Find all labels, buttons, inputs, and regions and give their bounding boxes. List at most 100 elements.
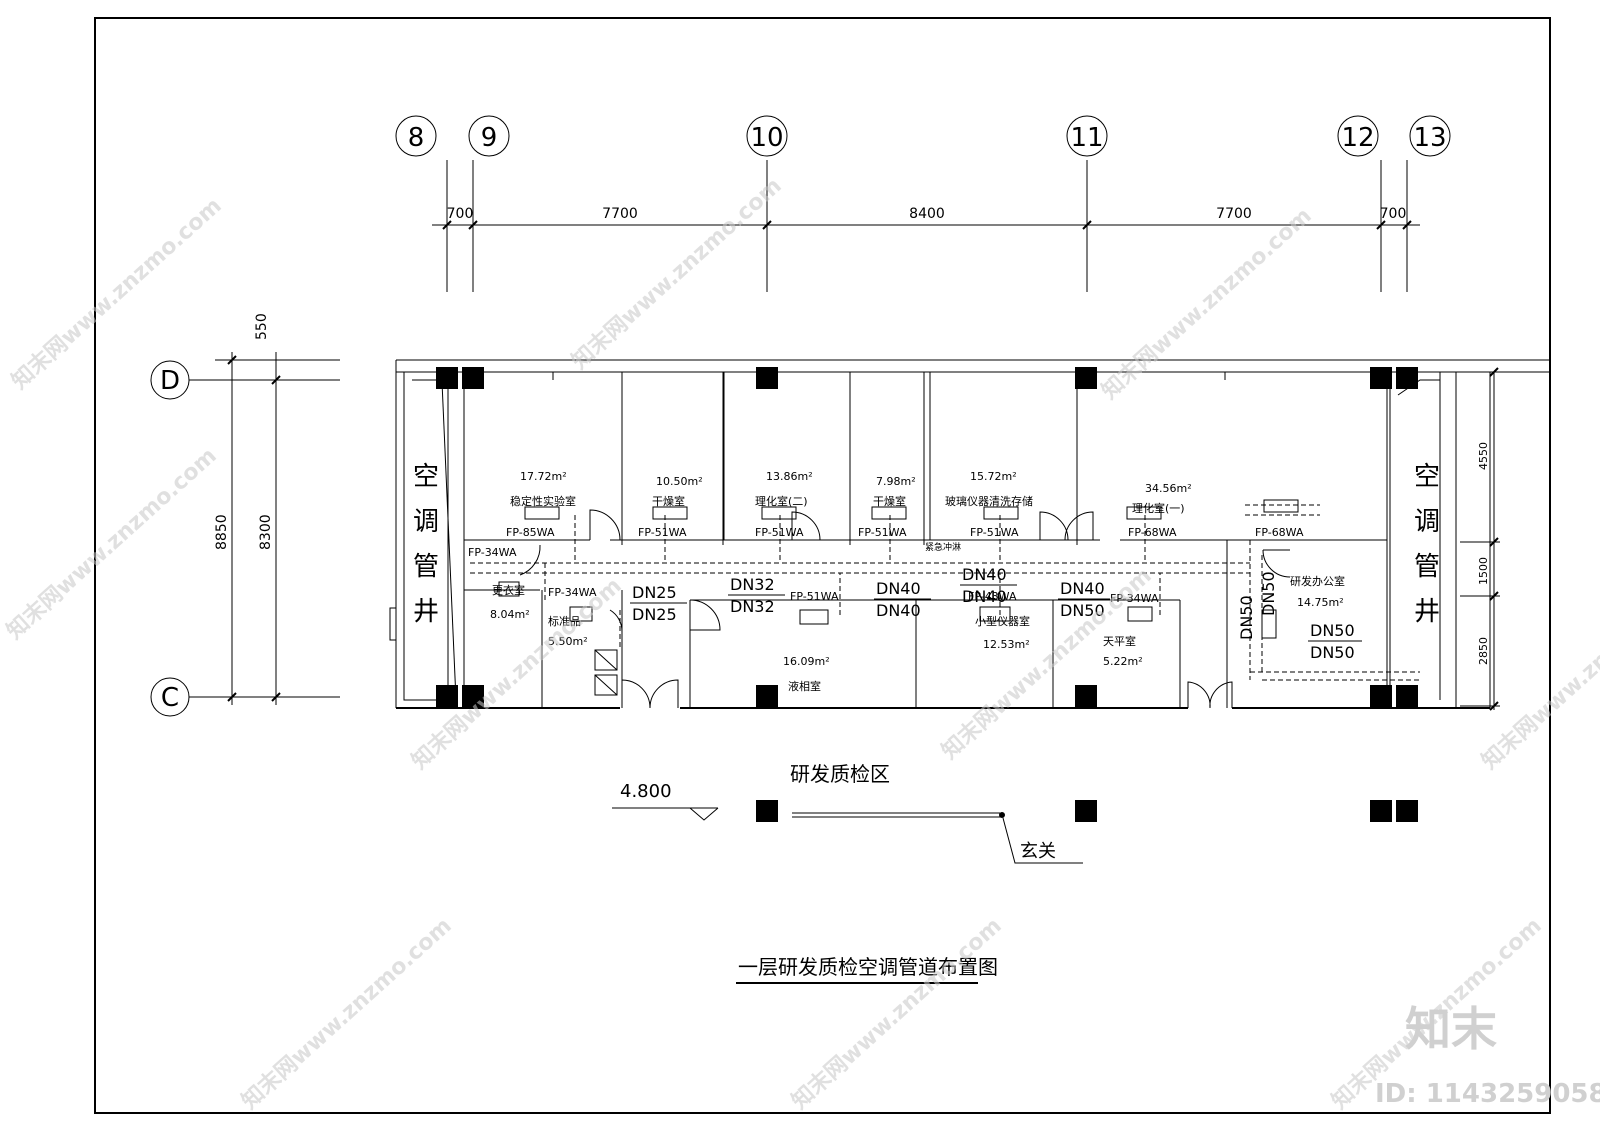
fan-coil-icon xyxy=(498,581,520,597)
axis-bubble-12 xyxy=(1337,115,1379,157)
right-shaft-char-1: 空 xyxy=(1414,462,1440,492)
drawing-frame xyxy=(94,17,1551,1114)
room-area: 12.53m² xyxy=(983,638,1030,651)
room-name: 标准品 xyxy=(548,614,581,628)
right-shaft-label: 空 调 管 井 xyxy=(1414,462,1440,627)
room-area: 10.50m² xyxy=(656,475,703,488)
watermark-text: 知末网www.znzmo.com xyxy=(7,193,227,395)
structural-columns xyxy=(436,367,1418,822)
elevation-label: 4.800 xyxy=(620,781,672,802)
pipe-size: DN32 xyxy=(730,597,775,616)
fan-coil-icon xyxy=(871,506,907,520)
room-name: 理化室(一) xyxy=(1132,501,1185,515)
building-walls xyxy=(389,359,1551,709)
room-name: 小型仪器室 xyxy=(975,614,1030,628)
fan-coil-icon xyxy=(1261,609,1277,639)
pipe-size: DN32 xyxy=(730,575,775,594)
pipe-size: DN50 xyxy=(1259,571,1278,616)
pipe-size-labels: DN25 DN25 DN32 DN32 DN40 DN40 DN40 DN40 … xyxy=(630,565,1362,662)
chilled-water-pipes xyxy=(470,504,1420,681)
drawing-title: 一层研发质检空调管道布置图 xyxy=(738,955,998,979)
room-name: 更衣室 xyxy=(492,583,525,597)
dim-4550: 4550 xyxy=(1477,442,1490,470)
pipe-size: DN40 xyxy=(962,587,1007,606)
room-area: 16.09m² xyxy=(783,655,830,668)
dim-700-left: 700 xyxy=(447,206,474,222)
pipe-size: DN50 xyxy=(1060,601,1105,620)
room-name: 天平室 xyxy=(1103,634,1136,648)
room-area: 34.56m² xyxy=(1145,482,1192,495)
fan-coil-icon xyxy=(983,506,1019,520)
emergency-shower-label: 紧急冲淋 xyxy=(925,541,961,553)
right-shaft-char-4: 井 xyxy=(1414,597,1440,627)
watermark-text: 知末网www.znzmo.com xyxy=(1097,203,1317,405)
axis-label-9: 9 xyxy=(481,123,498,153)
watermark-text: 知末网www.znzmo.com xyxy=(237,913,457,1115)
fan-coil-icon xyxy=(569,606,593,622)
fan-coil-model: FP-51WA xyxy=(638,526,687,539)
room-area: 7.98m² xyxy=(876,475,916,488)
fan-coil-model: FP-51WA xyxy=(755,526,804,539)
doors xyxy=(519,509,1291,709)
axis-bubble-10 xyxy=(746,115,788,157)
pipe-size: DN25 xyxy=(632,605,677,624)
axis-label-8: 8 xyxy=(408,123,425,153)
pipe-size: DN25 xyxy=(632,583,677,602)
dim-8850: 8850 xyxy=(214,514,230,550)
brand-block: 知末 ID: 1143259058 xyxy=(1375,1002,1600,1109)
watermark-text: 知末网www.znzmo.com xyxy=(407,573,627,775)
dim-8300: 8300 xyxy=(258,514,274,550)
cabinet-icon xyxy=(594,649,618,671)
axis-label-13: 13 xyxy=(1413,123,1446,153)
pipe-size: DN40 xyxy=(1060,579,1105,598)
axis-bubble-11 xyxy=(1066,115,1108,157)
room-name: 研发办公室 xyxy=(1290,574,1345,588)
room-name: 液相室 xyxy=(788,679,821,693)
pipe-size: DN40 xyxy=(962,565,1007,584)
room-name: 稳定性实验室 xyxy=(510,494,576,508)
fan-coil-model: FP-51WA xyxy=(790,590,839,603)
entrance-label: 玄关 xyxy=(1020,841,1056,862)
fan-coil-model: FP-85WA xyxy=(506,526,555,539)
zone-annotations: 研发质检区 4.800 玄关 xyxy=(612,762,1083,864)
room-area: 8.04m² xyxy=(490,608,530,621)
room-area: 5.50m² xyxy=(548,635,588,648)
room-area: 5.22m² xyxy=(1103,655,1143,668)
pipe-size: DN50 xyxy=(1237,595,1256,640)
room-name: 理化室(二) xyxy=(755,494,808,508)
fan-coil-model: FP-68WA xyxy=(1255,526,1304,539)
room-labels: 17.72m² 稳定性实验室 FP-85WA 10.50m² 干燥室 FP-51… xyxy=(468,470,1345,693)
drawing-title-block: 一层研发质检空调管道布置图 xyxy=(736,955,998,984)
watermark-text: 知末网www.znzmo.com xyxy=(567,173,787,375)
brand-logo: 知末 xyxy=(1405,1002,1497,1056)
axis-label-10: 10 xyxy=(750,123,783,153)
right-shaft-char-3: 管 xyxy=(1414,552,1440,582)
zone-label: 研发质检区 xyxy=(790,762,890,786)
pipe-size: DN40 xyxy=(876,601,921,620)
left-shaft-char-1: 空 xyxy=(413,462,439,492)
room-area: 17.72m² xyxy=(520,470,567,483)
fan-coil-model: FP-43WA xyxy=(968,590,1017,603)
fan-coil-model: FP-34WA xyxy=(548,586,597,599)
fan-coil-model: FP-34WA xyxy=(468,546,517,559)
axis-bubble-13 xyxy=(1409,115,1451,157)
fan-coil-model: FP-51WA xyxy=(858,526,907,539)
left-shaft-label: 空 调 管 井 xyxy=(413,462,439,627)
room-area: 14.75m² xyxy=(1297,596,1344,609)
row-axes: D C 550 8850 8300 xyxy=(150,313,340,717)
axis-label-12: 12 xyxy=(1341,123,1374,153)
axis-label-D: D xyxy=(160,366,180,396)
axis-bubble-9 xyxy=(468,115,510,157)
fan-coil-icon xyxy=(1127,606,1153,622)
column-axes: 8 9 10 11 12 13 700 7700 8400 7700 700 xyxy=(395,115,1451,292)
fan-coil-icon xyxy=(979,606,1011,622)
fan-coil-units xyxy=(498,499,1299,696)
watermark-text: 知末网www.znzmo.com xyxy=(787,913,1007,1115)
left-shaft-char-3: 管 xyxy=(413,552,439,582)
room-area: 13.86m² xyxy=(766,470,813,483)
fan-coil-icon xyxy=(652,506,688,520)
watermark-text: 知末网www.znzmo.com xyxy=(2,443,222,645)
fan-coil-model: FP-51WA xyxy=(970,526,1019,539)
dim-7700-right: 7700 xyxy=(1216,206,1252,222)
